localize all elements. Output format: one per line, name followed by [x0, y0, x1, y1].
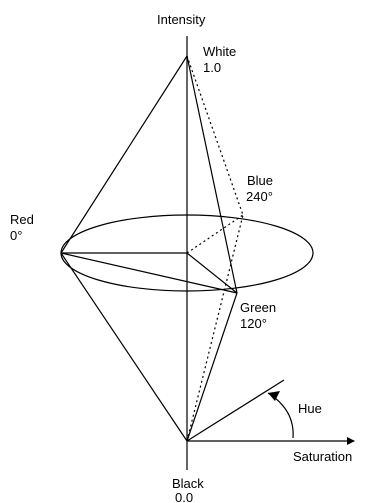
- edge-black-red: [60, 252, 188, 442]
- blue-label: Blue: [247, 173, 273, 188]
- white-value: 1.0: [203, 60, 221, 75]
- intensity-label: Intensity: [157, 12, 206, 27]
- edge-center-blue: [186, 214, 244, 254]
- red-angle: 0°: [10, 228, 22, 243]
- edge-white-red: [60, 55, 188, 254]
- edge-black-green: [186, 292, 238, 442]
- saturation-label: Saturation: [293, 449, 352, 464]
- edge-white-green: [186, 55, 238, 294]
- blue-angle: 240°: [246, 189, 273, 204]
- black-value: 0.0: [175, 490, 193, 503]
- hue-label: Hue: [298, 401, 322, 416]
- green-angle: 120°: [240, 316, 267, 331]
- green-label: Green: [240, 300, 276, 315]
- hue-angle-arc: [267, 392, 294, 439]
- edge-red-green: [60, 252, 238, 294]
- edge-white-blue: [186, 55, 244, 216]
- black-label: Black: [172, 476, 204, 491]
- hue-arrow-icon: [268, 391, 280, 401]
- edge-black-blue: [186, 214, 244, 442]
- white-label: White: [203, 44, 236, 59]
- edge-center-green: [186, 252, 238, 294]
- hue-reference-line: [186, 379, 285, 442]
- red-label: Red: [10, 212, 34, 227]
